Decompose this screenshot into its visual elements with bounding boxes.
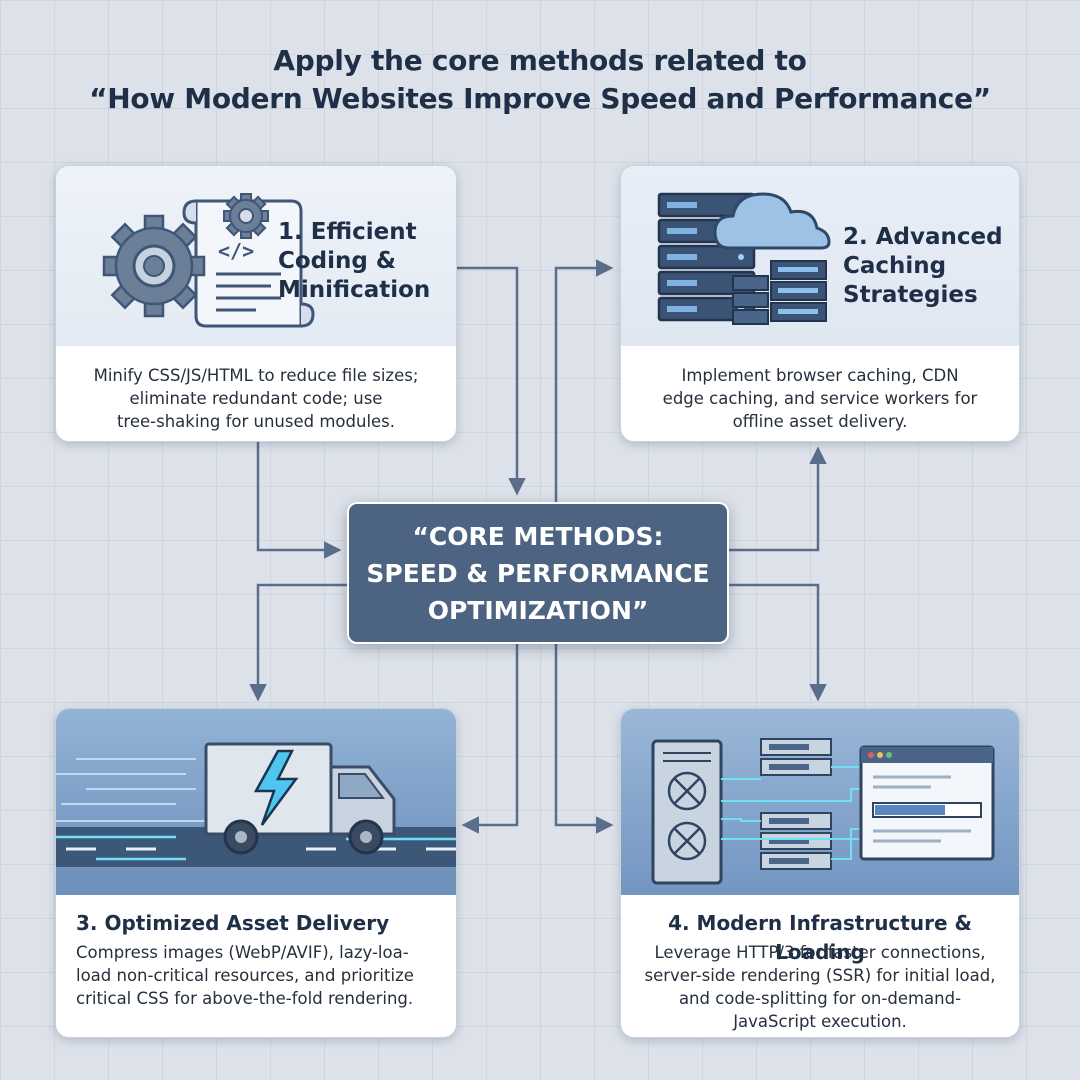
fast-truck-icon bbox=[56, 742, 456, 867]
heading-line: 2. Advanced bbox=[843, 224, 1003, 250]
svg-text:</>: </> bbox=[218, 239, 254, 263]
desc-line: Minify CSS/JS/HTML to reduce file sizes; bbox=[93, 366, 419, 385]
arrow-card1-down-to-center bbox=[256, 440, 342, 559]
card-description: Minify CSS/JS/HTML to reduce file sizes;… bbox=[56, 364, 456, 433]
card-description: Implement browser caching, CDN edge cach… bbox=[621, 364, 1019, 433]
card-illustration bbox=[621, 709, 1019, 895]
desc-line: and code-splitting for on-demand- bbox=[678, 989, 962, 1008]
desc-line: edge caching, and service workers for bbox=[662, 389, 978, 408]
server-browser-icon bbox=[651, 738, 995, 885]
desc-line: offline asset delivery. bbox=[732, 412, 908, 431]
arrow-center-up-to-card2 bbox=[725, 446, 827, 552]
heading-line: Strategies bbox=[843, 282, 978, 308]
card-modern-infrastructure: 4. Modern Infrastructure & Loading Lever… bbox=[620, 708, 1020, 1038]
card-heading: 2. Advanced Caching Strategies bbox=[843, 223, 1013, 310]
heading-line: 1. Efficient bbox=[278, 219, 417, 245]
center-core-methods-box: “CORE METHODS: SPEED & PERFORMANCE OPTIM… bbox=[347, 502, 729, 644]
desc-line: Leverage HTTP/3 for faster connections, bbox=[654, 943, 986, 962]
desc-line: load non-critical resources, and priorit… bbox=[76, 966, 414, 985]
card-description: Leverage HTTP/3 for faster connections, … bbox=[621, 941, 1019, 1033]
card-advanced-caching: 2. Advanced Caching Strategies Implement… bbox=[620, 165, 1020, 442]
arrow-center-to-card2 bbox=[554, 259, 614, 502]
card-description: Compress images (WebP/AVIF), lazy-loa- l… bbox=[66, 941, 446, 1010]
gear-code-document-icon: </> bbox=[102, 193, 315, 328]
arrow-center-to-card3 bbox=[249, 583, 347, 702]
title-line-1: Apply the core methods related to bbox=[273, 44, 807, 77]
title-line-2: “How Modern Websites Improve Speed and P… bbox=[89, 82, 991, 115]
arrow-center-down-to-card3 bbox=[461, 640, 519, 834]
server-cloud-icon bbox=[657, 192, 831, 325]
card-efficient-coding: </> bbox=[55, 165, 457, 442]
card-heading: 1. Efficient Coding & Minification bbox=[278, 218, 453, 305]
card-optimized-asset-delivery: 3. Optimized Asset Delivery Compress ima… bbox=[55, 708, 457, 1038]
desc-line: Compress images (WebP/AVIF), lazy-loa- bbox=[76, 943, 409, 962]
card-heading: 3. Optimized Asset Delivery bbox=[76, 911, 390, 935]
heading-line: Coding & bbox=[278, 248, 396, 274]
arrow-center-down-to-card4 bbox=[554, 640, 614, 834]
desc-line: tree-shaking for unused modules. bbox=[116, 412, 396, 431]
desc-line: eliminate redundant code; use bbox=[129, 389, 383, 408]
arrow-center-to-card4 bbox=[725, 583, 827, 702]
card-heading: 4. Modern Infrastructure & Loading bbox=[668, 911, 972, 964]
center-line: “CORE METHODS: bbox=[412, 521, 664, 551]
desc-line: JavaScript execution. bbox=[733, 1012, 907, 1031]
card-illustration: </> bbox=[56, 166, 456, 346]
center-line: OPTIMIZATION” bbox=[427, 595, 649, 625]
heading-line: Caching bbox=[843, 253, 947, 279]
page-title: Apply the core methods related to “How M… bbox=[0, 42, 1080, 118]
card-illustration bbox=[621, 166, 1019, 346]
arrow-card1-to-center bbox=[455, 266, 526, 496]
card-illustration bbox=[56, 709, 456, 895]
desc-line: Implement browser caching, CDN bbox=[681, 366, 959, 385]
heading-line: Minification bbox=[278, 277, 431, 303]
desc-line: critical CSS for above-the-fold renderin… bbox=[76, 989, 414, 1008]
center-line: SPEED & PERFORMANCE bbox=[366, 558, 710, 588]
desc-line: server-side rendering (SSR) for initial … bbox=[644, 966, 996, 985]
